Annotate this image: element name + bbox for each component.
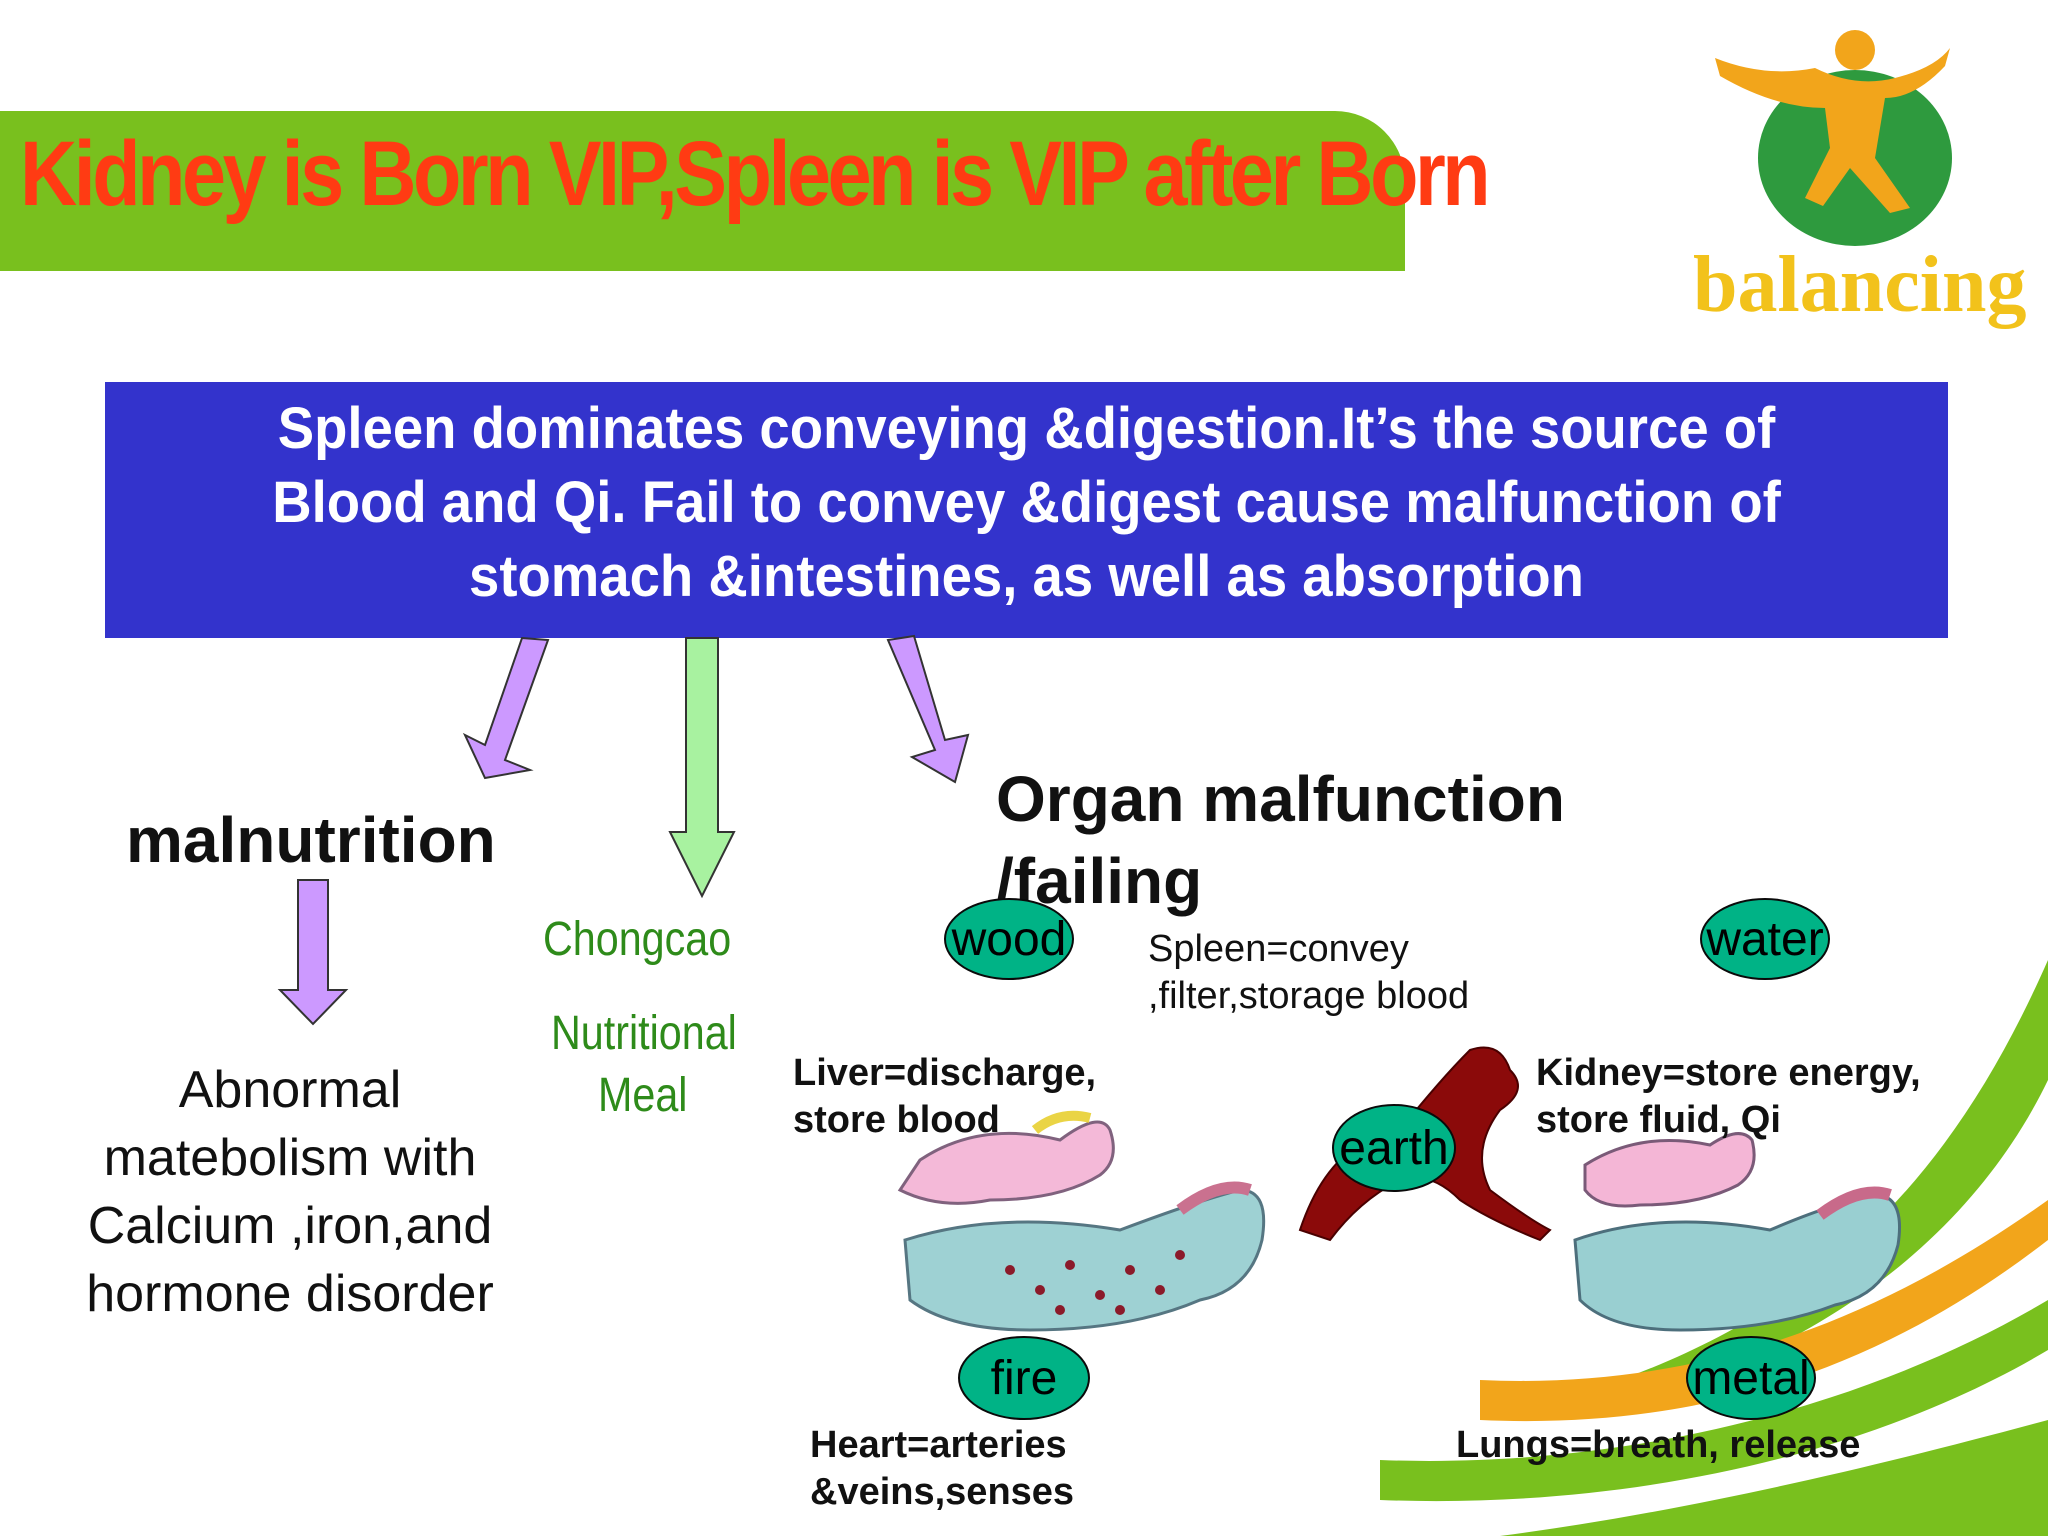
abnormal-line: Abnormal	[178, 1061, 402, 1119]
title-banner	[0, 111, 1405, 271]
element-water: water	[1700, 898, 1830, 980]
summary-line: Spleen dominates conveying &digestion.It…	[277, 396, 1776, 461]
spleen-line: Spleen=convey	[1148, 928, 1409, 970]
abnormal-line: hormone disorder	[86, 1265, 494, 1323]
summary-box	[105, 382, 1948, 638]
kidney-label: Kidney=store energy, store fluid, Qi	[1536, 1050, 1921, 1144]
malnutrition-heading: malnutrition	[126, 804, 496, 876]
organ-heading-line: Organ malfunction	[996, 763, 1565, 835]
heart-label: Heart=arteries &veins,senses	[810, 1422, 1074, 1516]
meal-label: Meal	[598, 1069, 688, 1122]
element-metal: metal	[1686, 1336, 1816, 1420]
heart-line: Heart=arteries	[810, 1424, 1067, 1466]
summary-line: stomach &intestines, as well as absorpti…	[469, 544, 1584, 609]
liver-line: store blood	[793, 1099, 1000, 1141]
kidney-line: store fluid, Qi	[1536, 1099, 1781, 1141]
nutritional-label: Nutritional	[551, 1007, 737, 1060]
summary-text: Spleen dominates conveying &digestion.It…	[193, 392, 1860, 614]
spleen-line: ,filter,storage blood	[1148, 975, 1470, 1017]
lungs-label: Lungs=breath, release	[1456, 1424, 1861, 1466]
abnormal-metabolism-text: Abnormal matebolism with Calcium ,iron,a…	[40, 1056, 540, 1328]
liver-label: Liver=discharge, store blood	[793, 1050, 1096, 1144]
element-wood: wood	[944, 898, 1074, 980]
logo-text: balancing	[1693, 241, 2027, 329]
heart-line: &veins,senses	[810, 1471, 1075, 1513]
kidney-line: Kidney=store energy,	[1536, 1052, 1921, 1094]
abnormal-line: matebolism with	[103, 1129, 477, 1187]
liver-line: Liver=discharge,	[793, 1052, 1097, 1094]
element-fire: fire	[958, 1336, 1090, 1420]
summary-line: Blood and Qi. Fail to convey &digest cau…	[272, 470, 1781, 535]
element-earth: earth	[1332, 1104, 1456, 1192]
chongcao-label: Chongcao	[543, 913, 732, 966]
abnormal-line: Calcium ,iron,and	[87, 1197, 493, 1255]
spleen-label: Spleen=convey ,filter,storage blood	[1148, 926, 1469, 1020]
page-title: Kidney is Born VIP,Spleen is VIP after B…	[20, 123, 1491, 225]
balancing-person-logo-icon	[1715, 30, 1952, 246]
